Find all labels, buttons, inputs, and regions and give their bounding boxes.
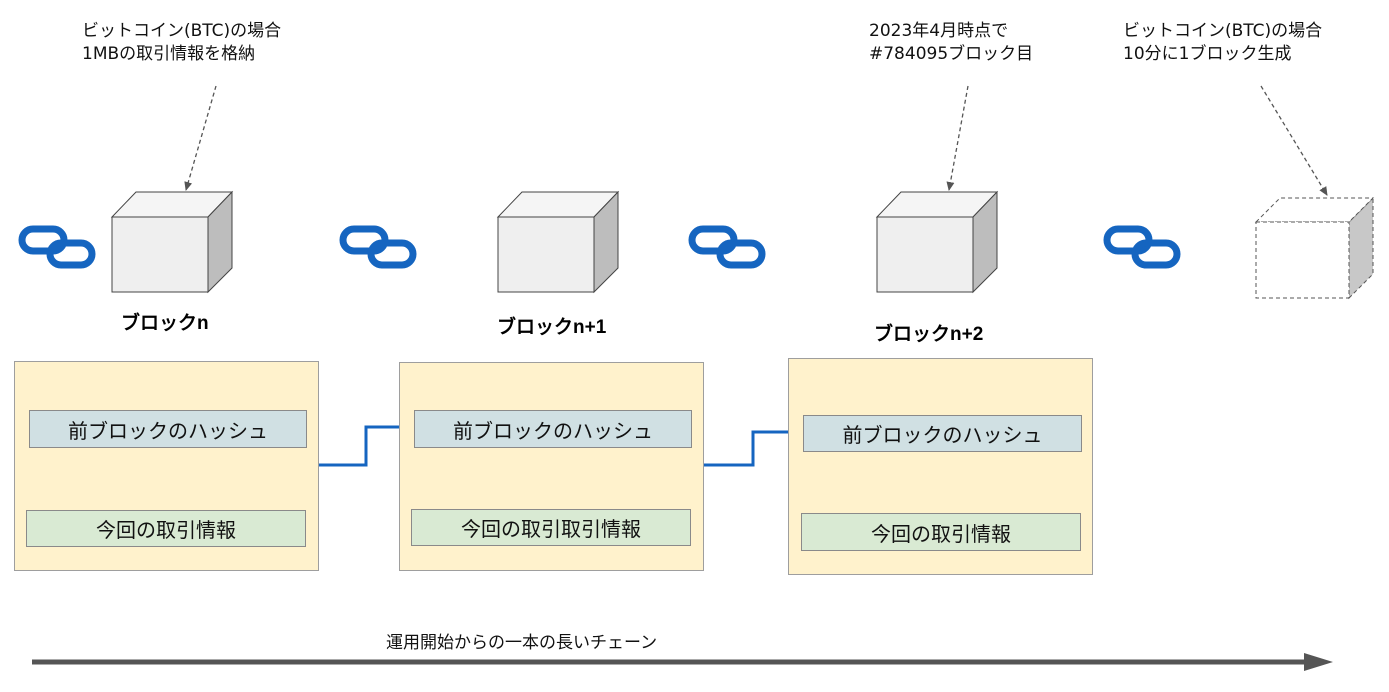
callout-arrow: [1260, 85, 1328, 196]
chain-link-icon: [1107, 229, 1177, 265]
chain-link-icon: [22, 229, 92, 265]
cube-icon: [496, 190, 620, 294]
prev-hash-field: 前ブロックのハッシュ: [803, 415, 1082, 452]
note-line: 2023年4月時点で: [869, 21, 1009, 41]
block-panel-n: 前ブロックのハッシュ 今回の取引情報: [14, 361, 319, 571]
hash-link-arrow: [703, 426, 802, 467]
prev-hash-field: 前ブロックのハッシュ: [414, 410, 692, 448]
block-label-n1: ブロックn+1: [497, 317, 607, 338]
block-panel-n1: 前ブロックのハッシュ 今回の取引取引情報: [399, 362, 704, 571]
timeline-label: 運用開始からの一本の長いチェーン: [386, 633, 658, 653]
transactions-field: 今回の取引情報: [801, 513, 1081, 551]
dashed-cube-icon: [1254, 196, 1375, 300]
cube-icon: [875, 190, 999, 294]
callout-arrow: [946, 85, 969, 191]
block-panel-n2: 前ブロックのハッシュ 今回の取引情報: [788, 358, 1093, 575]
note-btc-interval: ビットコイン(BTC)の場合 10分に1ブロック生成: [1123, 20, 1322, 66]
block-label-n2: ブロックn+2: [874, 324, 984, 345]
transactions-field: 今回の取引情報: [26, 510, 306, 547]
cube-icon: [110, 190, 234, 294]
callout-arrow: [184, 85, 217, 191]
note-btc-capacity: ビットコイン(BTC)の場合 1MBの取引情報を格納: [82, 20, 281, 66]
prev-hash-field: 前ブロックのハッシュ: [29, 410, 307, 448]
timeline-arrowhead: [1304, 653, 1333, 671]
note-block-height: 2023年4月時点で #784095ブロック目: [869, 20, 1033, 66]
note-line: 1MBの取引情報を格納: [82, 44, 256, 64]
chain-link-icon: [343, 229, 413, 265]
note-line: 10分に1ブロック生成: [1123, 44, 1292, 64]
note-line: ビットコイン(BTC)の場合: [1123, 21, 1323, 41]
block-label-n: ブロックn: [121, 313, 209, 334]
chain-link-icon: [692, 229, 762, 265]
hash-link-arrow: [318, 421, 413, 467]
note-line: ビットコイン(BTC)の場合: [82, 21, 282, 41]
note-line: #784095ブロック目: [869, 44, 1034, 64]
transactions-field: 今回の取引取引情報: [411, 509, 691, 546]
